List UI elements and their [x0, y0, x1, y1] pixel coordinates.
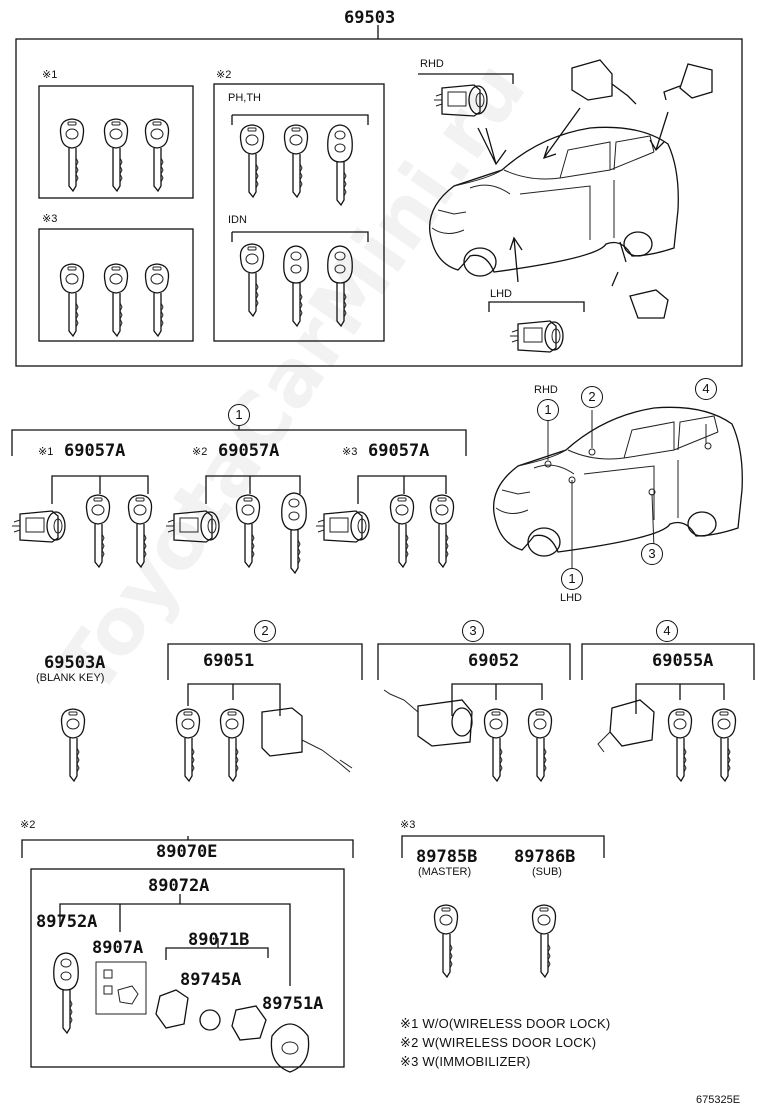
transmitter-board-number: 89071B: [188, 930, 250, 950]
set-3-mark: ※3: [342, 446, 358, 458]
callout-1: 1: [228, 404, 250, 426]
callout-3: 3: [462, 620, 484, 642]
cylinder-3-part-number: 69052: [468, 651, 520, 671]
locator-callout-4: 4: [695, 378, 717, 400]
kit-part-number: 69503: [344, 8, 396, 28]
kit-group-2-mark: ※2: [216, 69, 232, 81]
locator-callout-2: 2: [581, 386, 603, 408]
figure-code: 675325E: [696, 1094, 741, 1106]
kit-lhd-label: LHD: [490, 288, 513, 300]
callout-4: 4: [656, 620, 678, 642]
locator-callout-3: 3: [641, 543, 663, 565]
cylinder-2-part-number: 69051: [203, 651, 255, 671]
transmitter-case-number: 8907A: [92, 938, 144, 958]
blank-key-description: (BLANK KEY): [36, 672, 105, 684]
kit-group-3-mark: ※3: [42, 213, 58, 225]
kit-rhd-label: RHD: [420, 58, 444, 70]
transmitter-mark: ※2: [20, 819, 36, 831]
kit-group-2-region-a: PH,TH: [228, 92, 261, 104]
immobilizer-mark: ※3: [400, 819, 416, 831]
sub-key-label: (SUB): [532, 866, 562, 878]
cylinder-4-part-number: 69055A: [652, 651, 714, 671]
locator-callout-1-rhd: 1: [537, 399, 559, 421]
kit-group-2-region-b: IDN: [228, 214, 247, 226]
transmitter-key-number: 89752A: [36, 912, 98, 932]
transmitter-cover-number: 89751A: [262, 994, 324, 1014]
legend-note-2: ※2 W(WIRELESS DOOR LOCK): [400, 1035, 597, 1050]
set-1-part-number: 69057A: [64, 441, 126, 461]
set-2-mark: ※2: [192, 446, 208, 458]
callout-2: 2: [254, 620, 276, 642]
transmitter-sub-assy-number: 89072A: [148, 876, 210, 896]
transmitter-battery-number: 89745A: [180, 970, 242, 990]
locator-callout-1-lhd: 1: [561, 568, 583, 590]
set-2-part-number: 69057A: [218, 441, 280, 461]
set-3-part-number: 69057A: [368, 441, 430, 461]
blank-key-part-number: 69503A: [44, 653, 106, 673]
transmitter-assy-number: 89070E: [156, 842, 218, 862]
kit-group-1-mark: ※1: [42, 69, 58, 81]
legend-note-1: ※1 W/O(WIRELESS DOOR LOCK): [400, 1016, 611, 1031]
locator-rhd-label: RHD: [534, 384, 558, 396]
sub-key-part-number: 89786B: [514, 847, 576, 867]
set-1-mark: ※1: [38, 446, 54, 458]
locator-lhd-label: LHD: [560, 592, 583, 604]
legend-note-3: ※3 W(IMMOBILIZER): [400, 1054, 531, 1069]
master-key-part-number: 89785B: [416, 847, 478, 867]
master-key-label: (MASTER): [418, 866, 472, 878]
